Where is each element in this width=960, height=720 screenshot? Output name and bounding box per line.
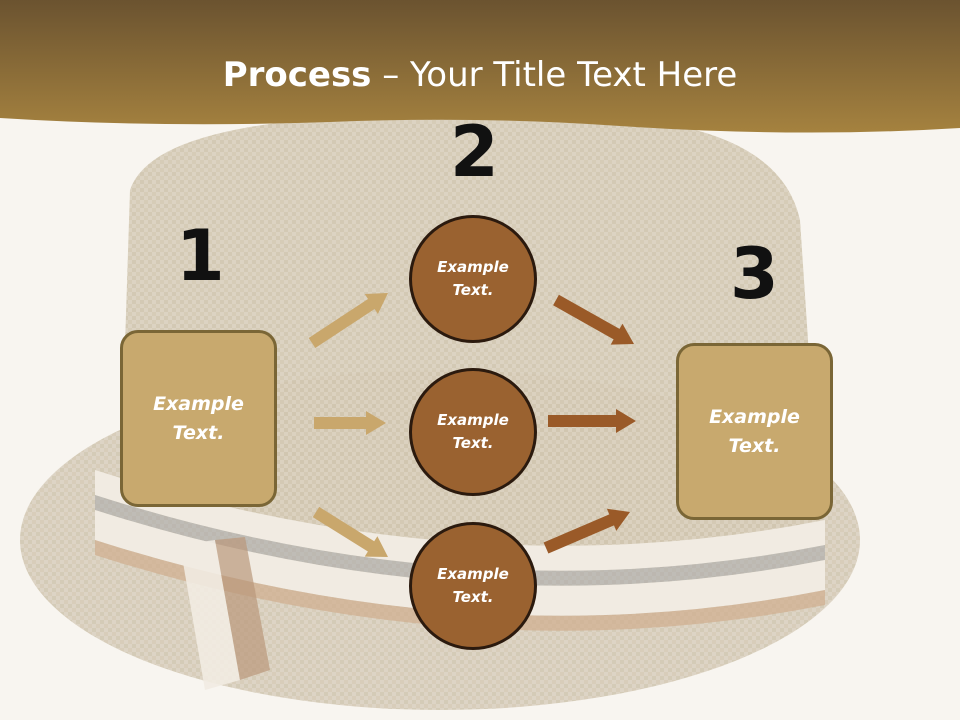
step-number-3: 3 [730, 233, 779, 315]
circle-middle[interactable]: Example Text. [409, 368, 537, 496]
circle-middle-text: Example Text. [437, 411, 509, 452]
arrow-left-to-top [308, 293, 388, 348]
arrow-bottom-to-right [543, 508, 630, 554]
right-box-text: Example Text. [709, 405, 800, 457]
circle-bottom-text: Example Text. [437, 565, 509, 606]
title-rest: – Your Title Text Here [371, 55, 738, 95]
circle-top-text: Example Text. [437, 258, 509, 299]
step-number-2: 2 [450, 111, 499, 193]
left-process-box[interactable]: Example Text. [120, 330, 277, 507]
arrow-left-to-middle [314, 411, 386, 435]
step-number-1: 1 [176, 215, 225, 297]
arrow-left-to-bottom [312, 506, 388, 557]
slide-title: Process – Your Title Text Here [0, 52, 960, 98]
arrow-middle-to-right [548, 409, 636, 433]
hat-band-stripe [95, 470, 825, 571]
title-bold: Process [222, 55, 372, 95]
title-banner [0, 0, 960, 133]
right-process-box[interactable]: Example Text. [676, 343, 833, 520]
arrow-top-to-right [553, 294, 634, 345]
left-box-text: Example Text. [153, 392, 244, 444]
circle-top[interactable]: Example Text. [409, 215, 537, 343]
circle-bottom[interactable]: Example Text. [409, 522, 537, 650]
